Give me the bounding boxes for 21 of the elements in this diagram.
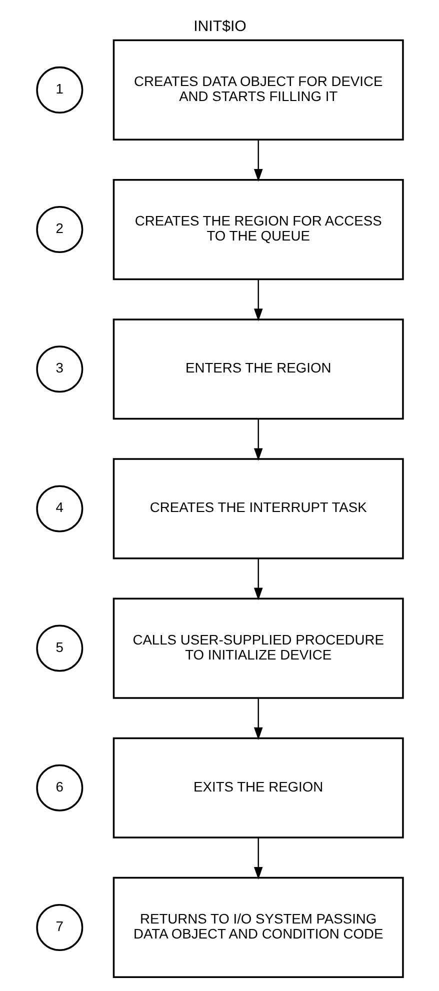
arrow <box>253 140 262 182</box>
node-circle: 7 <box>36 904 83 951</box>
node-box: RETURNS TO I/O SYSTEM PASSING DATA OBJECT AND CONDITION CODE <box>112 876 404 978</box>
node-circle: 3 <box>36 346 83 393</box>
diagram-title: INIT$IO <box>193 18 246 35</box>
node-box: CREATES THE REGION FOR ACCESS TO THE QUEUE <box>112 178 404 280</box>
arrow <box>253 838 262 880</box>
node-box: EXITS THE REGION <box>112 737 404 838</box>
node-box: ENTERS THE REGION <box>112 318 404 420</box>
arrow <box>253 280 262 322</box>
node-box: CALLS USER-SUPPLIED PROCEDURE TO INITIALIZE DEVICE <box>112 598 404 699</box>
node-circle: 2 <box>36 206 83 254</box>
node-circle: 1 <box>36 66 83 114</box>
node-circle: 5 <box>36 624 83 672</box>
node-circle: 6 <box>36 764 83 812</box>
arrow <box>253 419 262 461</box>
arrow <box>253 698 262 740</box>
node-circle: 4 <box>36 485 83 532</box>
node-box: CREATES THE INTERRUPT TASK <box>112 458 404 560</box>
arrow <box>253 558 262 600</box>
node-box: CREATES DATA OBJECT FOR DEVICE AND STARTS FILLING IT <box>112 39 404 140</box>
